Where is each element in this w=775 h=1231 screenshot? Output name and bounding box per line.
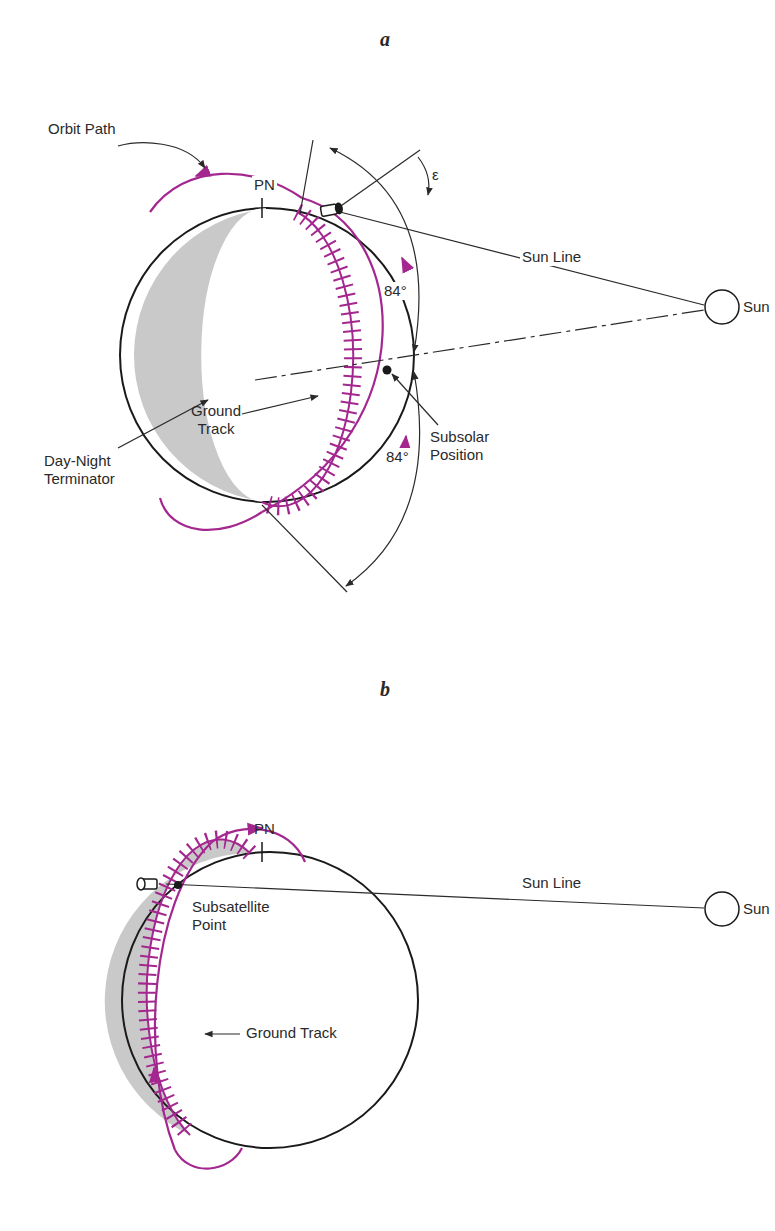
terminator-line xyxy=(202,209,266,501)
sun-line xyxy=(340,212,704,305)
sun-line-label: Sun Line xyxy=(520,874,583,892)
orbit-arrow xyxy=(154,1068,155,1080)
track-label: Ground Track xyxy=(188,402,244,438)
orbit-front xyxy=(262,198,383,512)
epsilon-arc xyxy=(418,157,429,195)
orbit-back-bottom xyxy=(160,498,262,530)
earth-a xyxy=(120,208,414,502)
ground-track-ticks xyxy=(262,212,353,506)
panel-letter: a xyxy=(380,30,390,48)
orbit-arrow xyxy=(196,172,206,176)
pole-label: PN xyxy=(254,820,275,838)
satellite xyxy=(137,878,157,890)
pole-tick xyxy=(261,842,263,862)
orbit-arrow xyxy=(402,258,407,268)
panel-letter: b xyxy=(380,680,390,698)
leader-line xyxy=(242,396,318,414)
orbit-label: Orbit Path xyxy=(48,120,116,138)
radial-line xyxy=(300,140,313,214)
satellite xyxy=(320,202,344,218)
angle-label: 84° xyxy=(382,282,409,300)
track-label: Ground Track xyxy=(246,1024,337,1042)
pole-label: PN xyxy=(252,176,277,194)
sun-label: Sun xyxy=(743,900,770,918)
subsatellite-point xyxy=(174,881,182,889)
ground-track-line xyxy=(262,212,353,506)
sun-label: Sun xyxy=(743,298,770,316)
leader-line xyxy=(205,1033,240,1034)
subsolar-line xyxy=(255,310,704,380)
ground-track-ticks xyxy=(147,839,250,1135)
ground-track-line xyxy=(147,839,250,1135)
earth-b xyxy=(105,839,418,1148)
angle-label: ε xyxy=(432,166,439,184)
night-side xyxy=(105,839,250,1135)
orbit-back-bottom xyxy=(175,1148,242,1169)
orbit-front xyxy=(155,829,305,1150)
sun-line-label: Sun Line xyxy=(520,248,583,266)
subsatellite-label: Subsatellite Point xyxy=(190,898,284,934)
subsolar-point xyxy=(383,366,392,375)
earth-outline xyxy=(120,208,414,502)
angle-label: 84° xyxy=(384,448,411,466)
orbit-back-top xyxy=(150,174,302,212)
terminator-label: Day-Night Terminator xyxy=(44,452,134,488)
sun-circle xyxy=(705,290,739,324)
leader-line xyxy=(118,143,205,168)
sun-circle xyxy=(705,892,739,926)
pole-tick xyxy=(261,198,263,218)
angle-arc xyxy=(346,372,420,586)
orbit-arrow xyxy=(405,436,406,448)
subsolar-label: Subsolar Position xyxy=(430,428,520,464)
angle-arc xyxy=(330,148,419,352)
leader-line xyxy=(392,374,438,425)
night-side xyxy=(134,209,266,501)
radial-line xyxy=(262,505,347,592)
